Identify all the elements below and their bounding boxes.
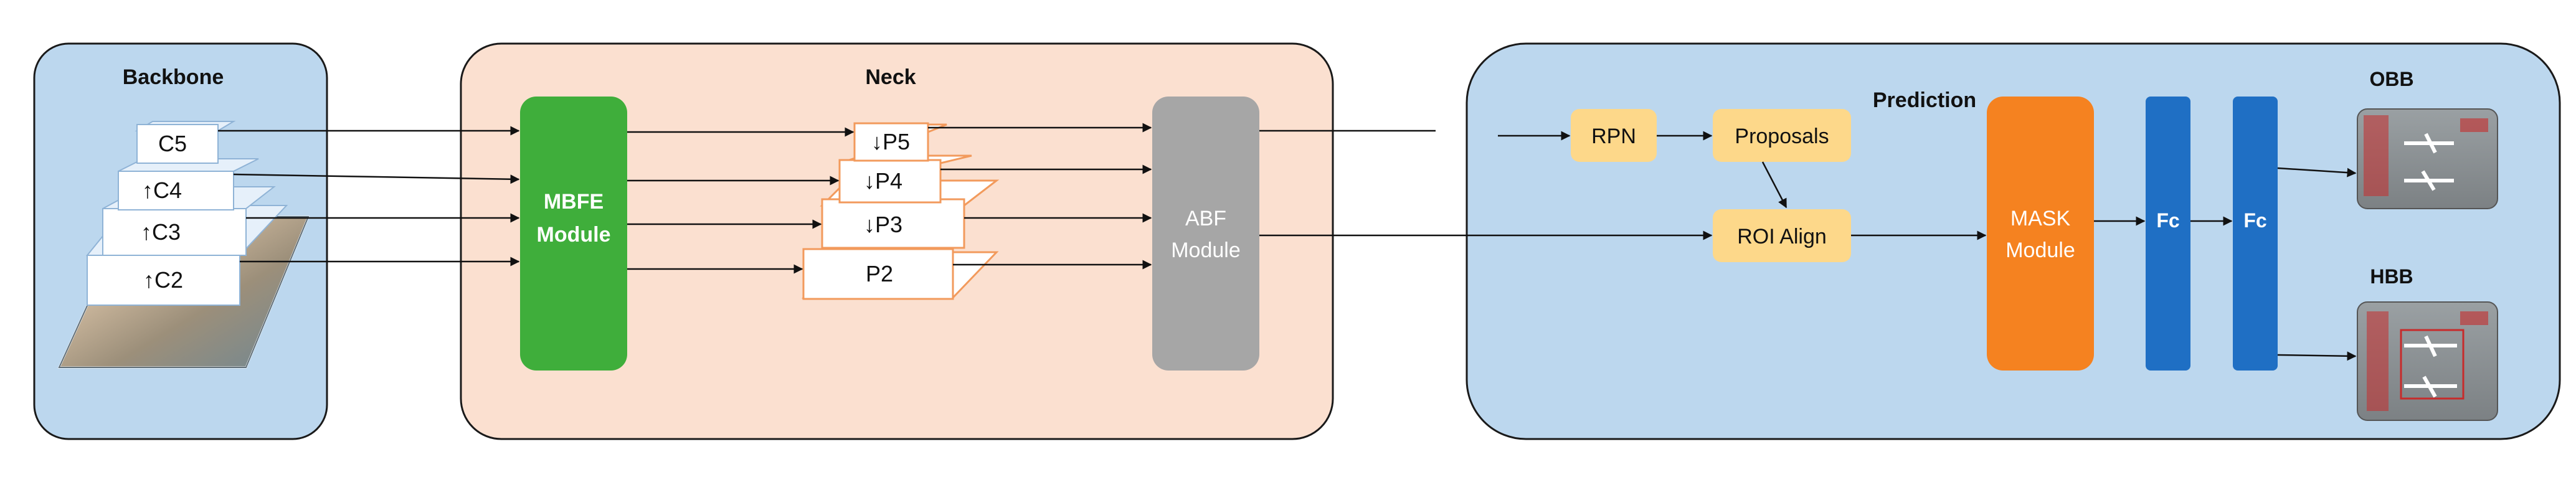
arrow-fc2-obb (2277, 167, 2357, 177)
layer-c4-face (118, 171, 234, 210)
pyramid-p4-label: ↓P4 (864, 168, 902, 194)
mask-label-line1: MASK (2010, 207, 2071, 230)
hbb-title: HBB (2370, 265, 2413, 288)
pyramid-p3-label: ↓P3 (864, 212, 902, 237)
hbb-detections-left (2367, 311, 2389, 411)
hbb-detection-box (2400, 329, 2465, 400)
mbfe-module (520, 97, 627, 371)
pyramid-p2: P2 (802, 248, 999, 300)
abf-label-line2: Module (1171, 238, 1241, 262)
mask-label-line2: Module (2005, 238, 2075, 262)
layer-c3-face (102, 208, 247, 256)
obb-title: OBB (2369, 68, 2413, 90)
obb-detections-right (2460, 118, 2488, 132)
pyramid-p2-label: P2 (866, 261, 893, 286)
fc-layer-2-label: Fc (2243, 209, 2266, 232)
obb-detections-left (2364, 115, 2389, 196)
pyramid-p2-face (802, 248, 954, 300)
hbb-output-image (2357, 301, 2498, 421)
neck-panel: Neck MBFE Module P2 ↓P3 ↓P4 ↓P5 ABF (460, 42, 1334, 440)
backbone-title: Backbone (123, 65, 224, 89)
layer-c5-face (136, 124, 219, 164)
fc-layer-1-label: Fc (2156, 209, 2179, 232)
prediction-panel: Prediction RPN Proposals ROI Align MASK … (1466, 42, 2561, 440)
pyramid-p5: ↓P5 (853, 122, 947, 162)
proposals-label: Proposals (1735, 125, 1829, 148)
arrow-c4-mbfe (233, 173, 520, 184)
mbfe-label-line2: Module (537, 223, 611, 247)
roi-align-label: ROI Align (1737, 225, 1827, 248)
neck-title: Neck (865, 65, 916, 89)
hbb-airplanes (2404, 335, 2457, 398)
rpn-box (1571, 109, 1657, 162)
fc-layer-2 (2233, 97, 2278, 371)
roi-align-box (1713, 209, 1851, 262)
backbone-panel: Backbone ↑C2 ↑C3 ↑C4 C5 (33, 42, 328, 440)
obb-output-image (2357, 108, 2498, 209)
layer-c5-label: C5 (158, 131, 187, 156)
pyramid-p5-label: ↓P5 (871, 129, 910, 154)
pyramid-p5-face (853, 122, 929, 162)
arrow-fc2-hbb (2277, 351, 2357, 361)
abf-label-line1: ABF (1185, 207, 1226, 230)
hbb-detections-right (2460, 311, 2488, 325)
layer-c3-label: ↑C3 (141, 219, 181, 245)
prediction-title: Prediction (1873, 88, 1976, 112)
layer-c2-face (87, 255, 240, 306)
arrow-proposals-roi (1761, 161, 1788, 209)
mbfe-label-line1: MBFE (544, 190, 604, 214)
mask-module (1987, 97, 2094, 371)
proposals-box (1713, 109, 1851, 162)
rpn-label: RPN (1591, 125, 1636, 148)
pyramid-p3-face (821, 198, 965, 249)
obb-image-bg (2357, 108, 2498, 209)
obb-airplanes (2404, 133, 2454, 191)
abf-module (1152, 97, 1259, 371)
fc-layer-1 (2146, 97, 2190, 371)
layer-c4-label: ↑C4 (142, 177, 182, 203)
layer-c2-label: ↑C2 (143, 267, 183, 293)
connection-arrows (218, 123, 2357, 361)
